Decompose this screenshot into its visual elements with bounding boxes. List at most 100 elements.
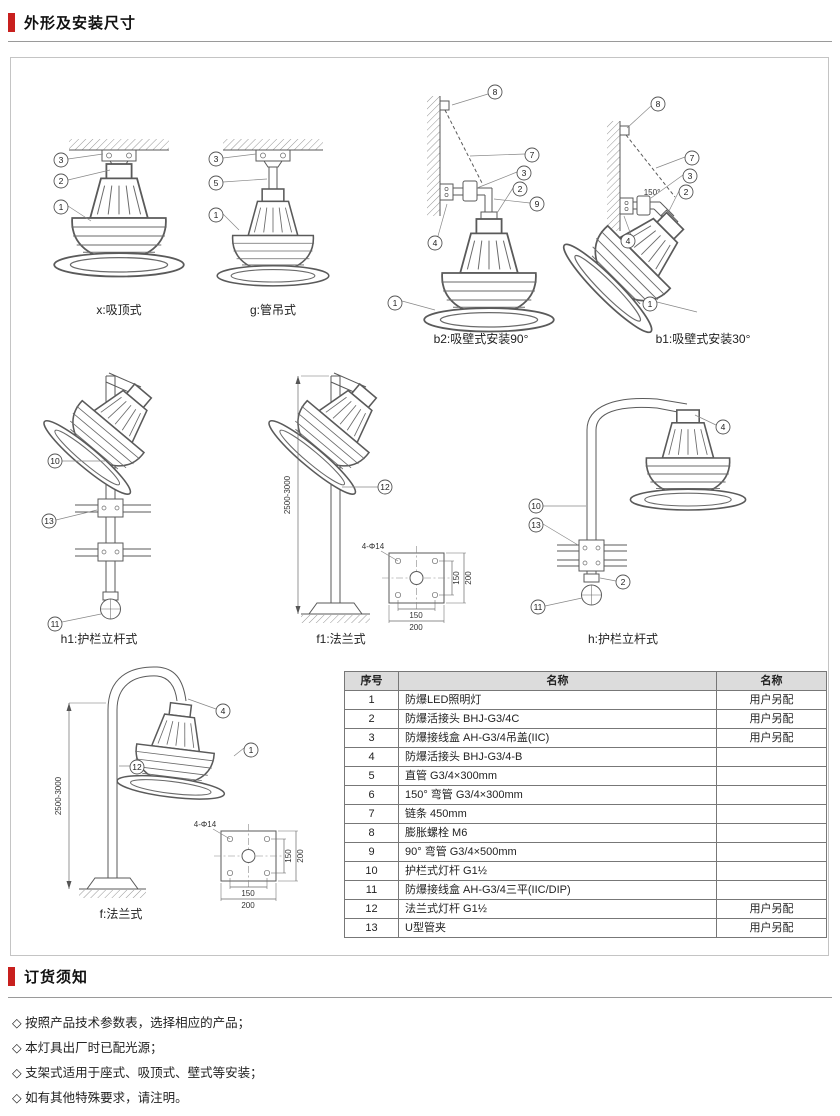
flange-dim: 200 bbox=[464, 571, 473, 585]
diagram-label: x:吸顶式 bbox=[96, 303, 141, 317]
diagram-label: h:护栏立杆式 bbox=[588, 631, 658, 646]
svg-text:10: 10 bbox=[50, 456, 60, 466]
part-index: 10 bbox=[344, 861, 399, 881]
part-name: 防爆接线盒 AH-G3/4吊盖(IIC) bbox=[398, 728, 717, 748]
ordering-notes-list: ◇ 按照产品技术参数表，选择相应的产品； ◇ 本灯具出厂时已配光源； ◇ 支架式适用… bbox=[12, 1016, 828, 1116]
flange-dim: 200 bbox=[409, 623, 423, 632]
svg-text:7: 7 bbox=[530, 150, 535, 160]
part-note: 用户另配 bbox=[716, 918, 827, 938]
part-name: 防爆活接头 BHJ-G3/4C bbox=[398, 709, 717, 729]
part-note bbox=[716, 747, 827, 767]
svg-text:3: 3 bbox=[522, 168, 527, 178]
part-callout: 13 bbox=[41, 509, 98, 529]
part-note: 用户另配 bbox=[716, 728, 827, 748]
diagram-guardrail-pole-2: 4 10 13 2 11 h:护栏立杆式 bbox=[528, 397, 747, 646]
svg-text:8: 8 bbox=[656, 99, 661, 109]
diagram-guardrail-pole-1: 10 13 11 h1:护栏立杆式 bbox=[37, 354, 187, 646]
svg-text:1: 1 bbox=[393, 298, 398, 308]
part-callout: 12 bbox=[342, 479, 393, 495]
diagram-flange-pole-2: 2500-3000 4 12 1 4-Φ14 150 200 150 200 bbox=[54, 666, 305, 921]
part-name: 链条 450mm bbox=[398, 804, 717, 824]
svg-text:1: 1 bbox=[59, 202, 64, 212]
diagram-wall-mount-90: 8 7 3 2 9 4 1 b2:吸壁式安装90° bbox=[387, 84, 555, 346]
svg-text:1: 1 bbox=[648, 299, 653, 309]
divider bbox=[8, 41, 832, 42]
col-header-name: 名称 bbox=[398, 671, 717, 691]
part-name: 防爆LED照明灯 bbox=[398, 690, 717, 710]
col-header-index: 序号 bbox=[344, 671, 399, 691]
part-callout: 7 bbox=[655, 150, 700, 169]
diagram-pipe-hang-mount: 3 5 1 g:管吊式 bbox=[208, 139, 330, 317]
part-note bbox=[716, 842, 827, 862]
part-callout: 8 bbox=[451, 84, 503, 106]
svg-text:2: 2 bbox=[621, 577, 626, 587]
part-note: 用户另配 bbox=[716, 690, 827, 710]
part-index: 8 bbox=[344, 823, 399, 843]
svg-text:3: 3 bbox=[59, 155, 64, 165]
diagram-label: f:法兰式 bbox=[100, 907, 143, 921]
diagram-label: h1:护栏立杆式 bbox=[61, 631, 138, 646]
diagram-label: g:管吊式 bbox=[250, 302, 296, 317]
part-callout: 13 bbox=[528, 517, 579, 546]
ordering-note: ◇ 按照产品技术参数表，选择相应的产品； bbox=[12, 1016, 251, 1030]
diagram-wall-mount-30: 150° 8 7 3 2 4 1 b1:吸壁式安装30° bbox=[555, 96, 751, 346]
svg-text:12: 12 bbox=[380, 482, 390, 492]
svg-text:5: 5 bbox=[214, 178, 219, 188]
dimensions-section-header: 外形及安装尺寸 bbox=[8, 12, 136, 33]
svg-text:4: 4 bbox=[626, 236, 631, 246]
part-callout: 3 bbox=[650, 168, 698, 199]
ordering-note: ◇ 本灯具出厂时已配光源； bbox=[12, 1041, 163, 1055]
part-index: 6 bbox=[344, 785, 399, 805]
part-name: 直管 G3/4×300mm bbox=[398, 766, 717, 786]
diagram-label: b2:吸壁式安装90° bbox=[434, 331, 529, 346]
section-marker-bar bbox=[8, 13, 15, 32]
part-callout: 1 bbox=[233, 742, 259, 758]
flange-dim: 150 bbox=[284, 849, 293, 863]
svg-text:13: 13 bbox=[531, 520, 541, 530]
part-note bbox=[716, 804, 827, 824]
part-callout: 3 bbox=[53, 152, 104, 168]
part-note bbox=[716, 823, 827, 843]
flange-dim: 150 bbox=[409, 611, 423, 620]
part-name: U型管夹 bbox=[398, 918, 717, 938]
svg-text:1: 1 bbox=[249, 745, 254, 755]
part-name: 防爆活接头 BHJ-G3/4-B bbox=[398, 747, 717, 767]
svg-text:3: 3 bbox=[214, 154, 219, 164]
ordering-note: ◇ 支架式适用于座式、吸顶式、壁式等安装； bbox=[12, 1066, 263, 1080]
part-callout: 10 bbox=[528, 498, 586, 514]
part-callout: 10 bbox=[47, 453, 105, 469]
diagram-flange-pole-1: 2500-3000 12 4-Φ14 150 200 150 200 f1:法兰… bbox=[262, 354, 473, 646]
part-callout: 7 bbox=[469, 147, 540, 163]
part-note bbox=[716, 880, 827, 900]
part-callout: 1 bbox=[642, 296, 698, 313]
part-callout: 2 bbox=[53, 169, 111, 189]
part-callout: 4 bbox=[187, 698, 231, 719]
svg-text:3: 3 bbox=[688, 171, 693, 181]
svg-text:11: 11 bbox=[534, 602, 543, 612]
svg-text:4: 4 bbox=[221, 706, 226, 716]
svg-text:12: 12 bbox=[132, 762, 142, 772]
section-marker-bar bbox=[8, 967, 15, 986]
part-callout: 4 bbox=[694, 414, 731, 435]
part-callout: 11 bbox=[530, 597, 583, 615]
svg-text:2: 2 bbox=[684, 187, 689, 197]
diagrams-canvas: 3 2 1 x:吸顶式 3 5 1 g:管吊式 bbox=[37, 84, 751, 921]
part-note: 用户另配 bbox=[716, 709, 827, 729]
part-index: 11 bbox=[344, 880, 399, 900]
part-name: 膨胀螺栓 M6 bbox=[398, 823, 717, 843]
svg-text:1: 1 bbox=[214, 210, 219, 220]
col-header-note: 名称 bbox=[716, 671, 827, 691]
part-index: 4 bbox=[344, 747, 399, 767]
part-callout: 9 bbox=[493, 196, 545, 212]
svg-text:9: 9 bbox=[535, 199, 540, 209]
